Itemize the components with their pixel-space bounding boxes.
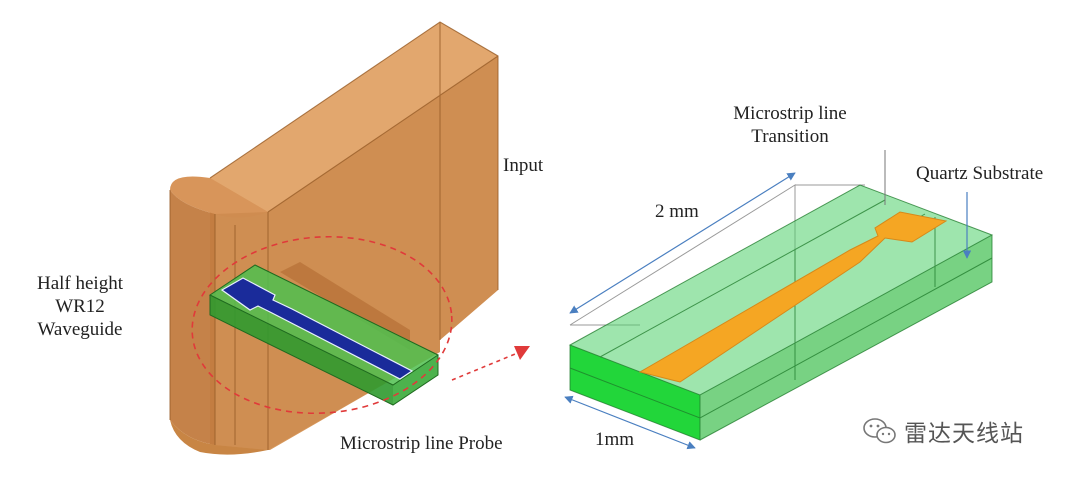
waveguide-label-line2: WR12 <box>55 296 105 317</box>
waveguide-body <box>169 21 499 455</box>
transition-model <box>564 150 994 450</box>
dimension-1mm-label: 1mm <box>595 429 635 450</box>
probe-label: Microstrip line Probe <box>340 433 503 454</box>
input-label: Input <box>503 155 544 176</box>
transition-label-line2: Transition <box>751 126 829 147</box>
dimension-2mm-line <box>569 172 796 314</box>
zoom-arrow-head <box>514 346 530 360</box>
watermark-text: 雷达天线站 <box>904 421 1024 447</box>
waveguide-label-line1: Half height <box>36 273 123 294</box>
probe-highlight-ellipse <box>191 235 453 415</box>
waveguide-label: Half height WR12 Waveguide <box>20 272 140 341</box>
probe-strip <box>220 277 414 380</box>
wechat-icon <box>863 418 896 444</box>
dimension-1mm-line <box>564 395 696 450</box>
transition-label: Microstrip line Transition <box>720 102 860 148</box>
zoom-arrow-line <box>451 351 521 381</box>
watermark: 雷达天线站 <box>862 414 1024 448</box>
waveguide-label-line3: Waveguide <box>37 319 123 340</box>
quartz-label: Quartz Substrate <box>916 163 1044 184</box>
dimension-2mm-label: 2 mm <box>655 201 699 222</box>
transition-label-line1: Microstrip line <box>733 103 847 124</box>
